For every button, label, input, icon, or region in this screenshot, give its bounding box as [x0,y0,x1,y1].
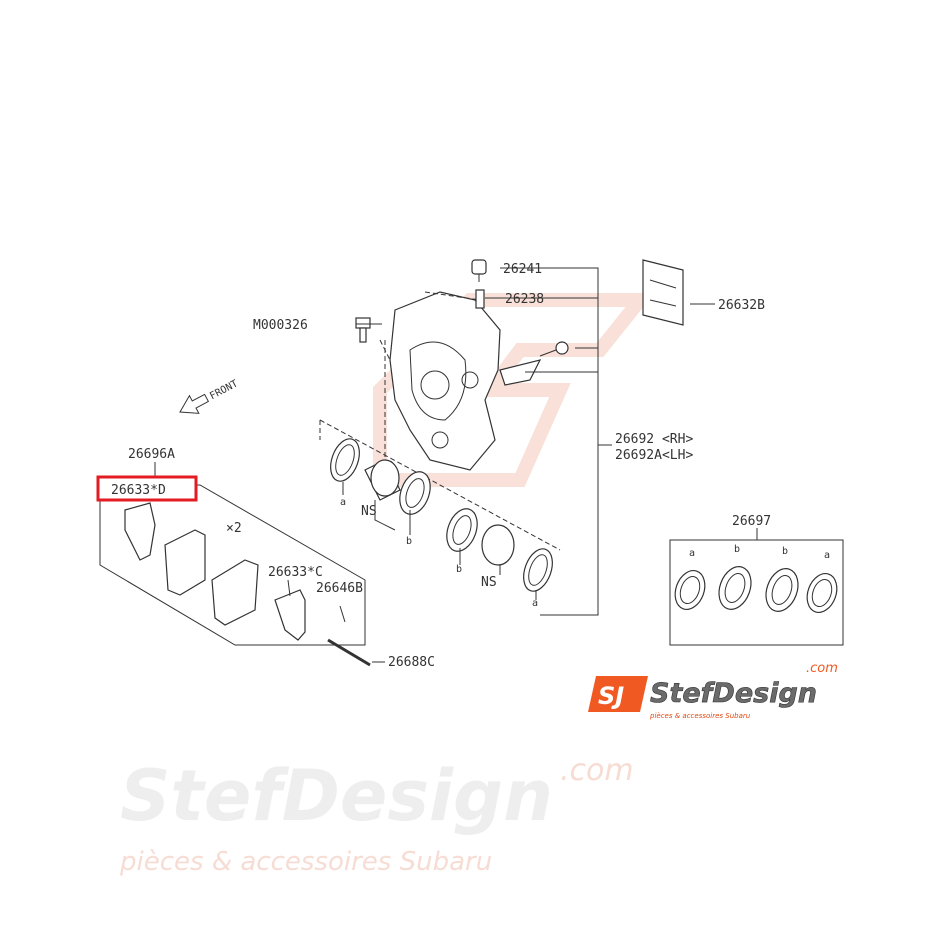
label-ns-2: NS [481,575,497,590]
watermark-domain: .com [560,753,634,788]
callout-26696A: 26696A [128,447,175,462]
kit-label-b-2: b [782,546,788,557]
kit-label-b-1: b [734,544,740,555]
watermark-tagline: pièces & accessoires Subaru [119,847,492,877]
watermark-brand: StefDesign [120,755,553,837]
callout-26241: 26241 [503,262,542,277]
callout-M000326: M000326 [253,318,308,333]
label-b-2: b [456,564,462,575]
label-a-1: a [340,497,346,508]
front-label: FRONT [208,378,240,402]
callout-26692A: 26692A<LH> [615,448,693,463]
bracket-screw [499,341,569,386]
quantity-label: ×2 [226,521,242,536]
label-b-1: b [406,536,412,547]
seal-kit [674,566,838,613]
logo-domain: .com [806,661,838,676]
callout-26633D: 26633*D [111,483,166,498]
front-arrow: FRONT [179,378,240,414]
callout-26238: 26238 [505,292,544,307]
bleeder-screw-26238 [475,289,485,309]
logo-tagline: pièces & accessoires Subaru [649,712,751,720]
watermark: StefDesign .com pièces & accessoires Sub… [119,293,655,877]
logo-brand: StefDesign [650,678,817,709]
stefdesign-logo: SJ StefDesign .com pièces & accessoires … [588,661,838,720]
callout-26646B: 26646B [316,581,363,596]
label-ns-1: NS [361,504,377,519]
shim-26632B [642,259,684,326]
kit-label-a-2: a [824,550,830,561]
highlight-box [96,475,198,502]
callout-26688C: 26688C [388,655,435,670]
callout-26633C: 26633*C [268,565,323,580]
caliper-body [389,291,501,471]
logo-monogram-badge [588,676,648,712]
bleeder-cap-26241 [471,259,487,282]
callout-26692: 26692 <RH> [615,432,693,447]
brake-pads [124,502,306,641]
pin-26688C [327,638,371,667]
logo-monogram: SJ [598,682,624,710]
label-a-2: a [532,598,538,609]
bolt-M000326 [355,317,371,343]
callout-26632B: 26632B [718,298,765,313]
kit-label-a-1: a [689,548,695,559]
piston-seals [330,438,553,592]
callout-26697: 26697 [732,514,771,529]
